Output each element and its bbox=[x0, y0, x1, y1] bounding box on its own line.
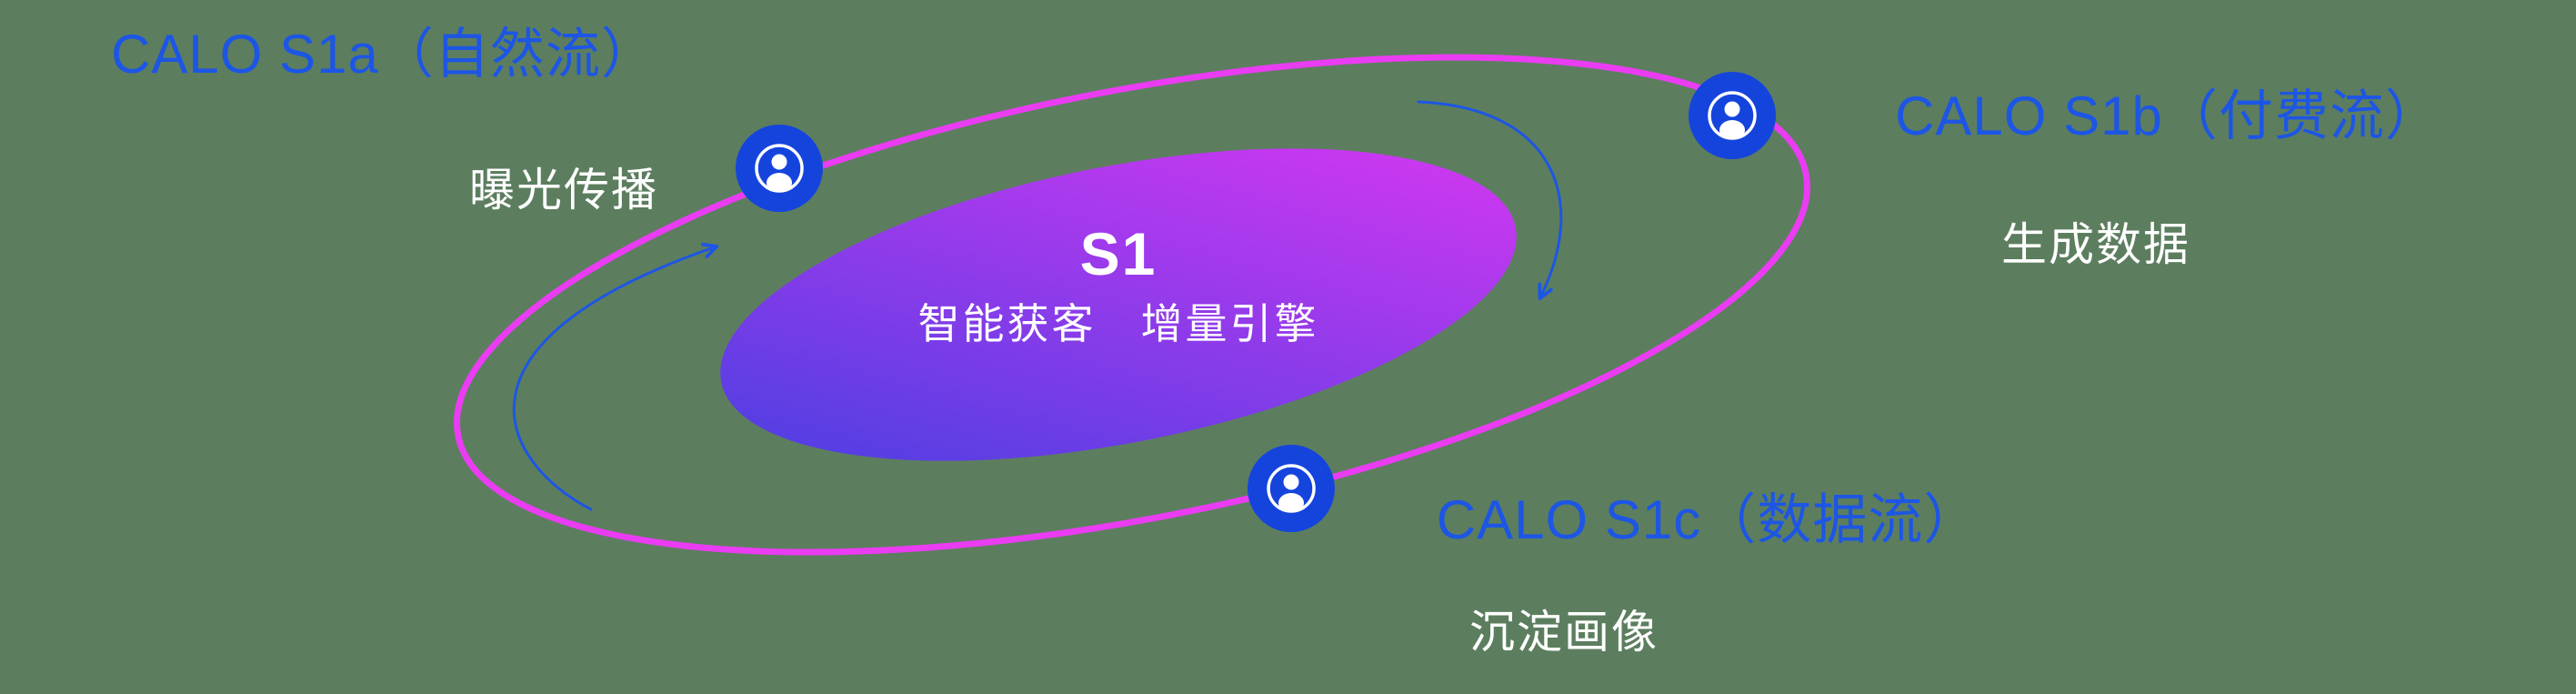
center-core-ellipse bbox=[720, 148, 1517, 461]
label-s1a-title: CALO S1a（自然流） bbox=[111, 24, 657, 85]
center-subtitle: 智能获客 增量引擎 bbox=[918, 300, 1319, 347]
orbit-ring bbox=[454, 54, 1810, 556]
node-s1a bbox=[736, 125, 823, 212]
label-s1c-subtitle: 沉淀画像 bbox=[1469, 607, 1659, 658]
label-s1b-subtitle: 生成数据 bbox=[2001, 219, 2190, 270]
node-s1b bbox=[1689, 72, 1776, 159]
flow-arrow-right bbox=[1417, 100, 1563, 301]
center-title: S1 bbox=[1080, 220, 1158, 287]
label-s1c-title: CALO S1c（数据流） bbox=[1437, 489, 1979, 550]
label-s1a-subtitle: 曝光传播 bbox=[469, 165, 658, 216]
person-icon bbox=[755, 144, 804, 193]
person-icon bbox=[1267, 464, 1316, 513]
label-s1b-title: CALO S1b（付费流） bbox=[1895, 85, 2441, 146]
flow-arrow-left bbox=[512, 242, 719, 511]
node-s1c bbox=[1248, 445, 1335, 532]
person-icon bbox=[1708, 91, 1757, 140]
